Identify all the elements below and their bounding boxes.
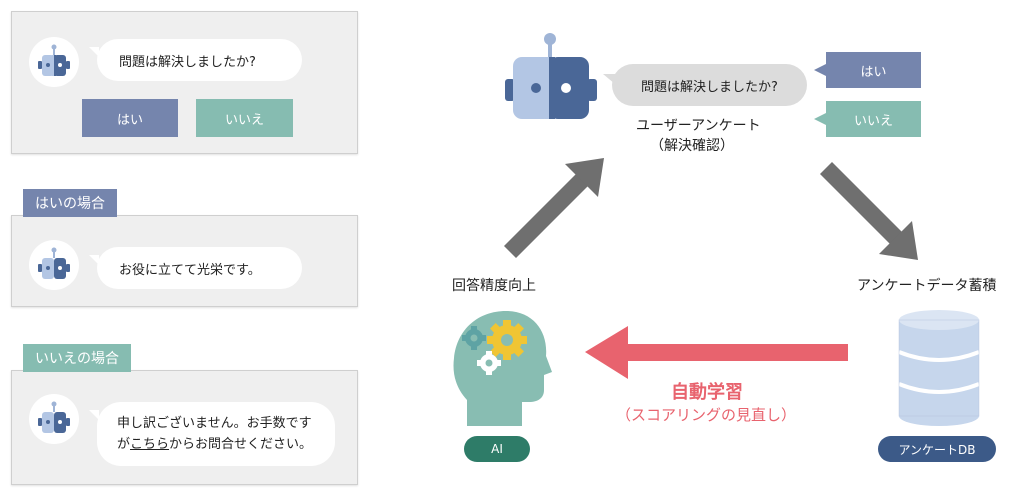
robot-icon	[38, 401, 70, 433]
reply-text: お役に立てて光栄です。	[119, 262, 261, 278]
apology-line-2-post: からお問合せください。	[169, 437, 313, 452]
bot-avatar	[29, 240, 79, 290]
learning-arrow	[585, 326, 848, 379]
database-icon	[898, 310, 980, 426]
gear-icon	[487, 320, 527, 360]
chat-panel-no-case: 申し訳ございません。お手数です がこちらからお問合せください。	[11, 370, 358, 485]
no-button-label: いいえ	[224, 112, 264, 128]
reply-bubble: お役に立てて光栄です。	[89, 247, 302, 289]
question-bubble: 問題は解決しましたか?	[89, 39, 302, 81]
up-right-arrow	[503, 158, 604, 259]
no-case-tag: いいえの場合	[23, 344, 131, 372]
survey-no-option: いいえ	[814, 101, 921, 137]
ai-badge: AI	[464, 436, 530, 462]
survey-subtitle: （解決確認）	[650, 138, 734, 154]
yes-button-label: はい	[116, 112, 143, 128]
survey-yes-label: はい	[860, 64, 887, 80]
gear-icon	[462, 326, 486, 350]
survey-title: ユーザーアンケート	[636, 118, 761, 134]
contact-link[interactable]: こちら	[130, 437, 170, 452]
survey-question-text: 問題は解決しましたか?	[641, 79, 778, 95]
down-right-arrow	[819, 161, 918, 260]
ai-badge-label: AI	[491, 442, 503, 456]
yes-case-tag: はいの場合	[23, 189, 117, 217]
bot-avatar	[29, 37, 79, 87]
ai-brain-icon	[453, 310, 552, 426]
yes-button[interactable]: はい	[82, 99, 178, 137]
chat-panel-question: 問題は解決しましたか? はい いいえ	[11, 11, 358, 154]
question-text: 問題は解決しましたか?	[119, 54, 256, 70]
chat-panel-yes-case: お役に立てて光栄です。	[11, 215, 358, 307]
gear-icon	[477, 351, 501, 375]
apology-bubble: 申し訳ございません。お手数です がこちらからお問合せください。	[89, 402, 335, 466]
apology-line-2-pre: が	[117, 437, 131, 452]
survey-yes-option: はい	[814, 52, 921, 88]
bot-avatar	[29, 394, 79, 444]
accumulate-label: アンケートデータ蓄積	[857, 278, 997, 294]
survey-no-label: いいえ	[853, 113, 893, 129]
db-badge: アンケートDB	[878, 436, 996, 462]
no-button[interactable]: いいえ	[196, 99, 293, 137]
robot-icon	[505, 33, 597, 119]
apology-line-2: がこちらからお問合せください。	[117, 434, 312, 455]
survey-question-bubble: 問題は解決しましたか?	[603, 64, 807, 106]
learning-title: 自動学習	[671, 382, 743, 403]
improve-label: 回答精度向上	[452, 278, 536, 294]
robot-icon	[38, 247, 70, 279]
no-case-tag-label: いいえの場合	[35, 351, 119, 367]
apology-line-1: 申し訳ございません。お手数です	[117, 416, 312, 431]
yes-case-tag-label: はいの場合	[35, 196, 105, 212]
robot-icon	[38, 44, 70, 76]
db-badge-label: アンケートDB	[898, 442, 976, 457]
learning-subtitle: （スコアリングの見直し）	[616, 406, 797, 424]
